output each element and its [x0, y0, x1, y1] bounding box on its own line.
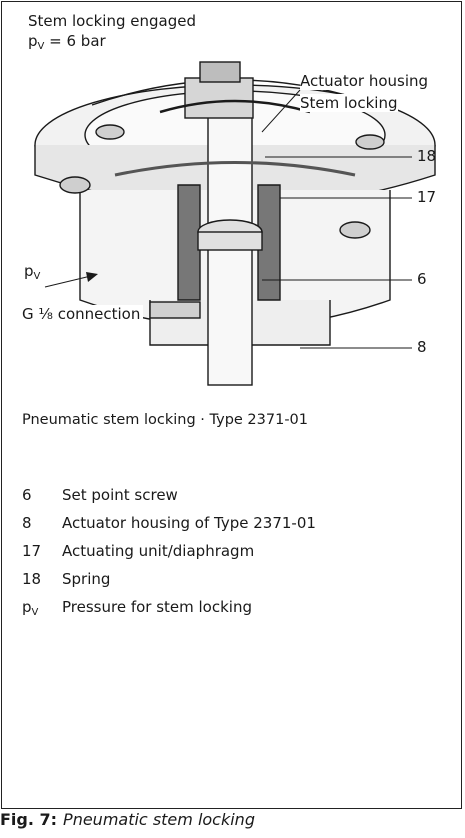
pv-arrow-head: [86, 272, 98, 282]
figure-frame: [1, 1, 462, 809]
callout-6: 6: [417, 270, 427, 288]
g18-connection-port: [149, 301, 201, 319]
callout-8: 8: [417, 338, 427, 356]
drawing-title: Pneumatic stem locking · Type 2371-01: [22, 412, 309, 428]
callout-housing: Actuator housing: [300, 72, 429, 90]
locking-sleeve-right: [257, 184, 281, 301]
pv-label: pV: [24, 262, 41, 282]
spring: [159, 99, 311, 114]
callout-17: 17: [417, 188, 437, 206]
bolt-right-upper: [355, 134, 385, 150]
callout-stem: Stem locking: [300, 94, 398, 112]
locking-sleeve-left: [177, 184, 201, 301]
pressure-label: pV = 6 bar: [28, 32, 106, 52]
set-point-screw-body: [197, 231, 263, 251]
pv-arrow-line: [44, 274, 96, 288]
diaphragm: [114, 161, 356, 177]
bolt-left: [59, 176, 91, 194]
stem-cap: [184, 77, 254, 119]
connection-label: G ¹⁄₈ connection: [22, 305, 144, 323]
leader-callout: [261, 89, 301, 133]
state-label: Stem locking engaged: [28, 12, 196, 30]
stem-cap-top: [199, 61, 241, 83]
callout-18: 18: [417, 147, 437, 165]
actuator-drawing: [34, 61, 436, 386]
bolt-right-lower: [339, 221, 371, 239]
bolt-left-upper: [95, 124, 125, 140]
figure-caption: Fig. 7:Pneumatic stem locking: [0, 810, 255, 829]
